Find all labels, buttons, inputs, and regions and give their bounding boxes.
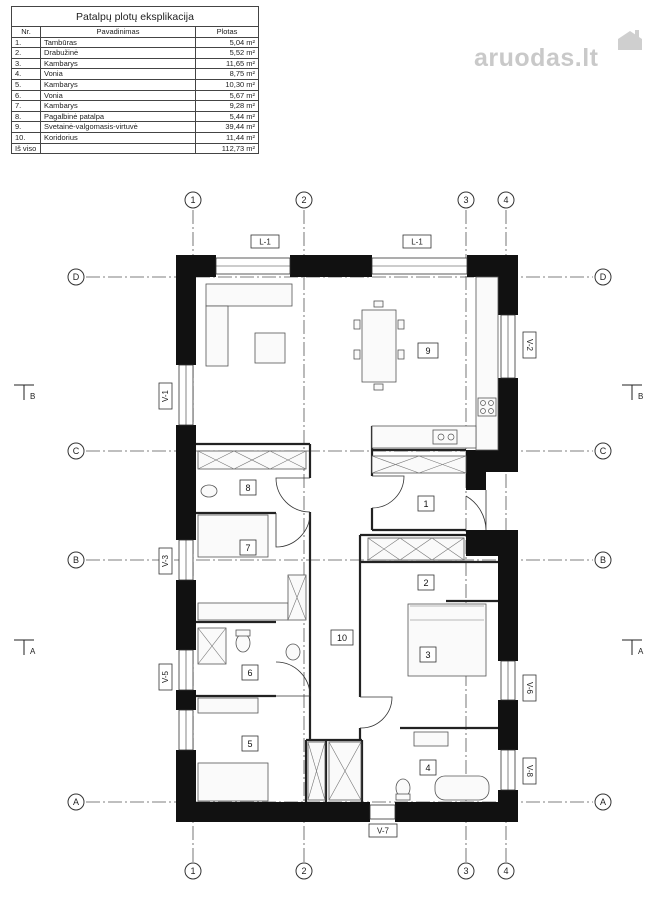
area-explication-table: Patalpų plotų eksplikacija Nr. Pavadinim… xyxy=(11,6,259,155)
axis-bubble-D-right xyxy=(594,268,612,286)
window-tag-bottom-1: V-7 xyxy=(377,827,390,836)
axis-label-4-top: 4 xyxy=(503,195,508,205)
window-tag-left-2: V-3 xyxy=(161,554,170,567)
axis-label-D-right: D xyxy=(600,272,607,282)
axis-bubble-B-left xyxy=(67,551,85,569)
storage-cabinets xyxy=(197,450,487,802)
axis-bubble-1-bottom xyxy=(184,862,202,880)
window-tag-right-2: V-6 xyxy=(525,682,534,695)
room-label-1: 1 xyxy=(423,499,428,509)
section-label-A-left: A xyxy=(30,647,36,656)
window-tag-top-1: L-1 xyxy=(259,238,271,247)
axis-label-C-right: C xyxy=(600,446,607,456)
section-marker-A-right xyxy=(622,639,642,655)
logo-house-icon xyxy=(618,30,642,50)
table-title: Patalpų plotų eksplikacija xyxy=(11,6,259,26)
axis-bubble-D-left xyxy=(67,268,85,286)
table-total-row: Iš viso 112,73 m² xyxy=(11,142,259,155)
axis-bubble-2-bottom xyxy=(295,862,313,880)
living-room-furniture xyxy=(205,276,499,451)
axis-bubble-C-right xyxy=(594,442,612,460)
axis-label-D-left: D xyxy=(73,272,80,282)
axis-bubble-1-top xyxy=(184,191,202,209)
room-label-5: 5 xyxy=(247,739,252,749)
axis-label-B-left: B xyxy=(73,555,79,565)
axis-bubble-A-right xyxy=(594,793,612,811)
axis-label-2-bottom: 2 xyxy=(301,866,306,876)
axis-label-1-top: 1 xyxy=(190,195,195,205)
axis-bubble-C-left xyxy=(67,442,85,460)
door-swings xyxy=(275,475,487,729)
section-label-A-right: A xyxy=(638,647,644,656)
axis-label-A-left: A xyxy=(73,797,79,807)
room-label-4: 4 xyxy=(425,763,430,773)
axis-label-3-top: 3 xyxy=(463,195,468,205)
bathroom-fixtures xyxy=(197,484,490,801)
axis-label-B-right: B xyxy=(600,555,606,565)
axis-label-A-right: A xyxy=(600,797,606,807)
aruodas-logo: aruodas.lt xyxy=(474,44,599,72)
axis-bubble-A-left xyxy=(67,793,85,811)
axis-bubble-B-right xyxy=(594,551,612,569)
window-tag-top-2: L-1 xyxy=(411,238,423,247)
axis-bubble-4-bottom xyxy=(497,862,515,880)
room-label-7: 7 xyxy=(245,543,250,553)
axis-bubble-3-bottom xyxy=(457,862,475,880)
window-tag-left-3: V-5 xyxy=(161,670,170,683)
room-label-9: 9 xyxy=(425,346,430,356)
axis-label-C-left: C xyxy=(73,446,80,456)
window-bottom xyxy=(369,804,396,820)
window-tag-right-1: V-2 xyxy=(525,339,534,352)
window-tag-right-3: V-8 xyxy=(525,765,534,778)
room-label-2: 2 xyxy=(423,578,428,588)
section-label-B-left: B xyxy=(30,392,35,401)
axis-label-1-bottom: 1 xyxy=(190,866,195,876)
axis-label-3-bottom: 3 xyxy=(463,866,468,876)
section-marker-A-left xyxy=(14,639,34,655)
section-marker-B-left xyxy=(14,384,34,400)
exterior-walls xyxy=(176,255,518,822)
room-label-10: 10 xyxy=(337,633,347,643)
window-tag-left-1: V-1 xyxy=(161,389,170,402)
axis-bubble-2-top xyxy=(295,191,313,209)
room-label-8: 8 xyxy=(245,483,250,493)
total-area: 112,73 m² xyxy=(195,142,259,155)
room-label-6: 6 xyxy=(247,668,252,678)
section-label-B-right: B xyxy=(638,392,643,401)
axis-bubble-4-top xyxy=(497,191,515,209)
room-label-3: 3 xyxy=(425,650,430,660)
section-marker-B-right xyxy=(622,384,642,400)
axis-bubble-3-top xyxy=(457,191,475,209)
axis-label-2-top: 2 xyxy=(301,195,306,205)
axis-label-4-bottom: 4 xyxy=(503,866,508,876)
